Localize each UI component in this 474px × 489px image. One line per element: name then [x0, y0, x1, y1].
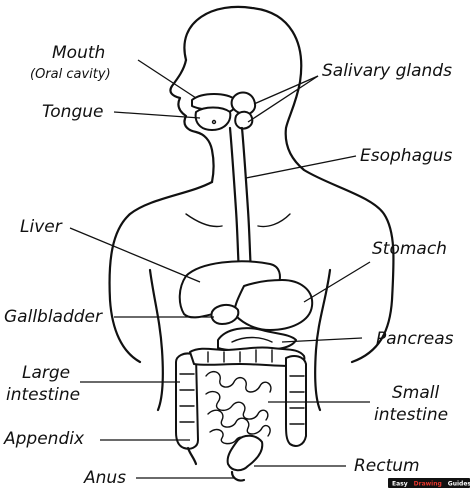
leader-liver	[69, 227, 201, 283]
face-profile	[169, 58, 215, 184]
leader-salivary-2	[247, 75, 319, 123]
stomach	[233, 279, 314, 331]
label-stomach: Stomach	[372, 239, 447, 259]
label-esophagus: Esophagus	[360, 146, 453, 166]
watermark-part-3: Guides	[448, 481, 472, 488]
anus	[230, 470, 246, 482]
labels: Mouth (Oral cavity) Tongue Salivary glan…	[3, 43, 454, 488]
salivary-gland-lower	[234, 110, 254, 130]
leader-lines	[69, 59, 371, 479]
label-oral-cavity: (Oral cavity)	[30, 67, 111, 82]
label-small-intestine-1: Small	[392, 383, 439, 403]
torso-right	[314, 268, 332, 412]
leader-stomach	[303, 261, 371, 303]
colon-transverse	[189, 346, 306, 367]
large-intestine	[175, 346, 307, 450]
label-salivary-glands: Salivary glands	[322, 61, 452, 81]
pancreas-line	[231, 336, 273, 343]
head-outline	[183, 5, 395, 364]
small-intestine	[205, 370, 272, 450]
leader-mouth	[137, 59, 197, 99]
appendix	[186, 446, 198, 466]
leader-salivary-1	[253, 75, 319, 105]
watermark-text: Easy Drawing Guides	[392, 473, 471, 489]
gallbladder	[210, 304, 240, 325]
tongue-dot	[211, 119, 217, 125]
left-shoulder	[108, 180, 214, 364]
label-large-intestine-1: Large	[22, 363, 70, 383]
leader-esophagus	[245, 155, 357, 179]
label-anus: Anus	[83, 468, 126, 488]
label-mouth: Mouth	[52, 43, 105, 63]
rectum	[226, 434, 264, 472]
torso-left	[148, 268, 164, 412]
watermark-part-2: Drawing	[414, 481, 442, 488]
colon-ascending	[175, 352, 199, 450]
label-rectum: Rectum	[354, 456, 420, 476]
label-liver: Liver	[20, 217, 63, 237]
label-pancreas: Pancreas	[376, 329, 454, 349]
label-appendix: Appendix	[3, 429, 85, 449]
watermark-badge: Easy Drawing Guides	[388, 473, 471, 489]
label-gallbladder: Gallbladder	[4, 307, 103, 327]
watermark-background	[388, 478, 470, 488]
chest-line-right	[257, 213, 291, 228]
tongue	[194, 106, 232, 131]
salivary-gland-upper	[230, 91, 256, 116]
leader-pancreas	[281, 337, 363, 343]
body-outline	[108, 5, 395, 412]
leader-tongue	[113, 111, 201, 119]
label-tongue: Tongue	[42, 102, 103, 122]
label-large-intestine-2: intestine	[6, 385, 80, 405]
small-intestine-coils	[205, 370, 272, 450]
colon-descending	[285, 355, 307, 447]
colon-haustra	[179, 349, 305, 425]
label-small-intestine-2: intestine	[374, 405, 448, 425]
chest-line-left	[185, 213, 223, 228]
watermark-part-1: Easy	[392, 481, 408, 488]
mouth-region	[191, 91, 256, 131]
